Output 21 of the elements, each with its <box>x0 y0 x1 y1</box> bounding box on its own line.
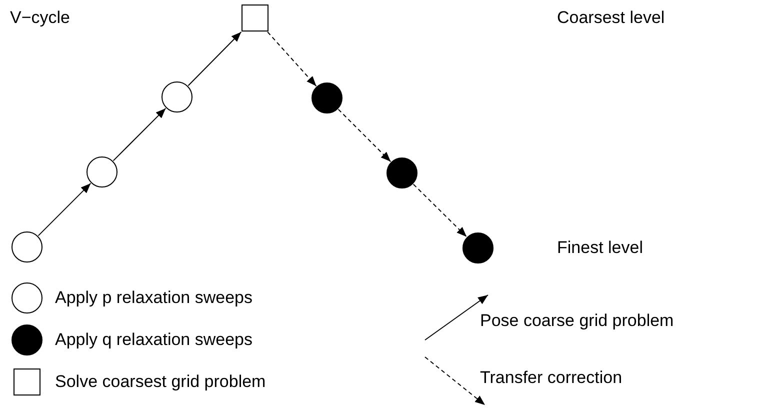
dashed-arrow <box>412 184 468 238</box>
solve-square <box>239 2 271 34</box>
arrow <box>38 182 92 236</box>
relaxation-disc <box>386 157 418 189</box>
relaxation-disc <box>462 232 494 264</box>
title: V−cycle <box>10 8 70 28</box>
level-label: Coarsest level <box>557 8 665 28</box>
legend-text: Apply p relaxation sweeps <box>55 288 253 308</box>
dashed-arrow <box>267 32 317 87</box>
relaxation-circle <box>86 156 118 188</box>
arrow <box>112 108 166 162</box>
legend-text: Apply q relaxation sweeps <box>55 330 253 350</box>
dashed-arrow <box>338 108 392 162</box>
relaxation-circle <box>161 81 193 113</box>
legend-text: Transfer correction <box>480 368 622 388</box>
legend-text: Solve coarsest grid problem <box>55 372 266 392</box>
arrow <box>188 32 242 86</box>
relaxation-circle <box>11 231 43 263</box>
relaxation-disc <box>311 82 343 114</box>
legend-text: Pose coarse grid problem <box>480 311 674 331</box>
level-label: Finest level <box>557 238 643 258</box>
